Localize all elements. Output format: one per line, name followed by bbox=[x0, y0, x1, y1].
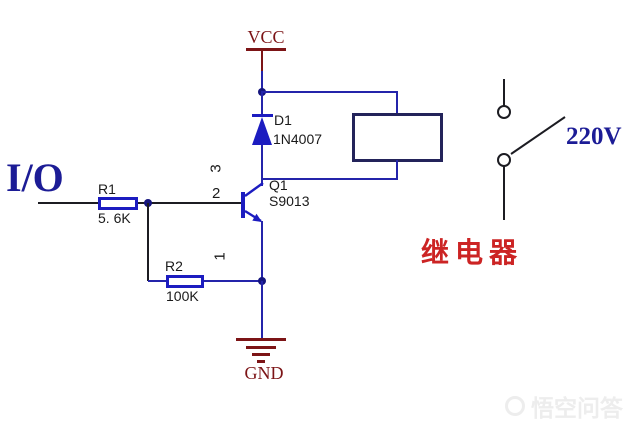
gnd-bar-1 bbox=[236, 338, 286, 341]
gnd-label: GND bbox=[244, 363, 284, 383]
wire-r2-to-emitter bbox=[204, 280, 263, 282]
watermark-text: 悟空问答 bbox=[531, 395, 623, 421]
switch-blade-line bbox=[510, 116, 566, 155]
pin-number-base: 2 bbox=[212, 185, 221, 202]
collector-line bbox=[244, 182, 264, 197]
wire-bottom-rail bbox=[262, 178, 398, 180]
switch-blade bbox=[510, 116, 566, 155]
r1-value-label: 5. 6K bbox=[98, 210, 131, 226]
watermark-logo-icon bbox=[505, 396, 525, 416]
diode-d1-symbol bbox=[252, 117, 272, 145]
wire-io-to-r1 bbox=[38, 202, 98, 204]
pin-number-emitter: 1 bbox=[211, 252, 229, 261]
transistor-q1-symbol bbox=[244, 182, 264, 223]
diode-cathode-bar bbox=[252, 114, 273, 117]
watermark: 悟空问答 bbox=[505, 389, 623, 423]
wire-diode-bottom bbox=[261, 145, 263, 180]
gnd-bar-2 bbox=[246, 346, 276, 349]
resistor-r2-symbol bbox=[166, 275, 204, 288]
resistor-r1-symbol bbox=[98, 197, 138, 210]
contact-voltage-label: 220V bbox=[566, 123, 622, 150]
relay-name-label: 继电器 bbox=[421, 238, 524, 269]
contact-wire-bottom bbox=[503, 166, 505, 220]
emitter-arrow-icon bbox=[252, 213, 262, 222]
wire-collector-stub bbox=[261, 178, 263, 186]
wire-emitter-down bbox=[261, 221, 263, 281]
contact-terminal-bottom bbox=[497, 153, 511, 167]
wire-top-rail bbox=[261, 91, 398, 93]
d1-value-label: 1N4007 bbox=[273, 131, 323, 147]
gnd-bar-4 bbox=[257, 360, 265, 363]
wire-coil-stem-bottom bbox=[396, 160, 398, 180]
vcc-stem bbox=[261, 50, 263, 72]
q1-ref-label: Q1 bbox=[269, 177, 288, 193]
vcc-label: VCC bbox=[247, 27, 285, 47]
r2-value-label: 100K bbox=[166, 288, 199, 304]
pin-number-collector: 3 bbox=[207, 164, 225, 173]
wire-to-r2-left bbox=[148, 280, 166, 282]
r1-ref-label: R1 bbox=[98, 181, 116, 197]
transistor-base-bar bbox=[241, 192, 245, 218]
contact-terminal-top bbox=[497, 105, 511, 119]
wire-diode-top bbox=[261, 93, 263, 115]
wire-to-gnd bbox=[261, 281, 263, 338]
wire-coil-stem-top bbox=[396, 91, 398, 114]
relay-coil-symbol bbox=[352, 113, 443, 162]
io-input-label: I/O bbox=[6, 155, 64, 200]
wire-vcc-down bbox=[261, 71, 263, 93]
gnd-bar-3 bbox=[252, 353, 270, 356]
q1-value-label: S9013 bbox=[269, 193, 310, 209]
r2-ref-label: R2 bbox=[165, 258, 183, 274]
contact-wire-top bbox=[503, 79, 505, 106]
wire-r1-to-base bbox=[138, 202, 241, 204]
vcc-bar bbox=[246, 48, 286, 51]
wire-junction-down bbox=[147, 203, 149, 281]
d1-ref-label: D1 bbox=[274, 112, 292, 128]
